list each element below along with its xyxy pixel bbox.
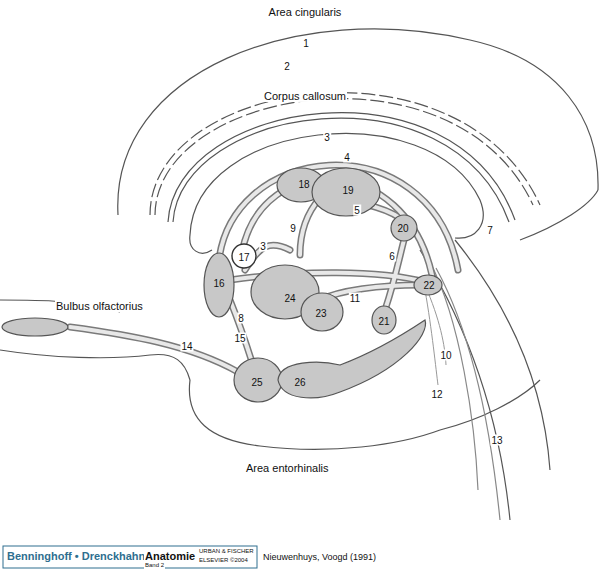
callout-number: 3 — [259, 241, 267, 252]
callout-number: 12 — [430, 389, 443, 400]
callout-number: 3 — [323, 132, 331, 143]
source-note: Nieuwenhuys, Voogd (1991) — [262, 553, 377, 563]
callout-number: 2 — [283, 61, 291, 72]
callout-number: 24 — [283, 293, 296, 304]
callout-number: 20 — [396, 223, 409, 234]
callout-number: 17 — [237, 252, 250, 263]
callout-number: 4 — [343, 152, 351, 163]
region-label: Area entorhinalis — [245, 462, 330, 474]
callout-number: 9 — [289, 223, 297, 234]
publisher-label: ELSEVIER ©2004 — [198, 557, 249, 564]
callout-number: 7 — [486, 225, 494, 236]
callout-number: 1 — [302, 38, 310, 49]
callout-number: 19 — [341, 185, 354, 196]
callout-number: 14 — [180, 341, 193, 352]
callout-number: 16 — [212, 278, 225, 289]
callout-number: 11 — [349, 293, 361, 304]
region-label: Corpus callosum — [263, 90, 347, 102]
publisher-label: Benninghoff • Drenckhahn — [6, 550, 146, 562]
publisher-label: Band 2 — [144, 562, 165, 569]
region-label: Area cingularis — [268, 6, 343, 18]
callout-number: 6 — [388, 251, 396, 262]
cortex-outline — [118, 29, 598, 215]
callout-number: 13 — [490, 435, 503, 446]
callout-number: 21 — [377, 316, 390, 327]
publisher-label: Anatomie — [144, 550, 196, 562]
callout-number: 22 — [422, 280, 435, 291]
callout-number: 25 — [250, 377, 263, 388]
callout-number: 10 — [439, 350, 452, 361]
publisher-label: URBAN & FISCHER — [198, 548, 255, 555]
region-label: Bulbus olfactorius — [55, 300, 144, 312]
callout-number: 8 — [237, 313, 245, 324]
callout-number: 15 — [233, 333, 246, 344]
callout-number: 5 — [353, 205, 361, 216]
callout-number: 23 — [314, 308, 327, 319]
callout-number: 18 — [297, 179, 310, 190]
callout-number: 26 — [293, 377, 306, 388]
